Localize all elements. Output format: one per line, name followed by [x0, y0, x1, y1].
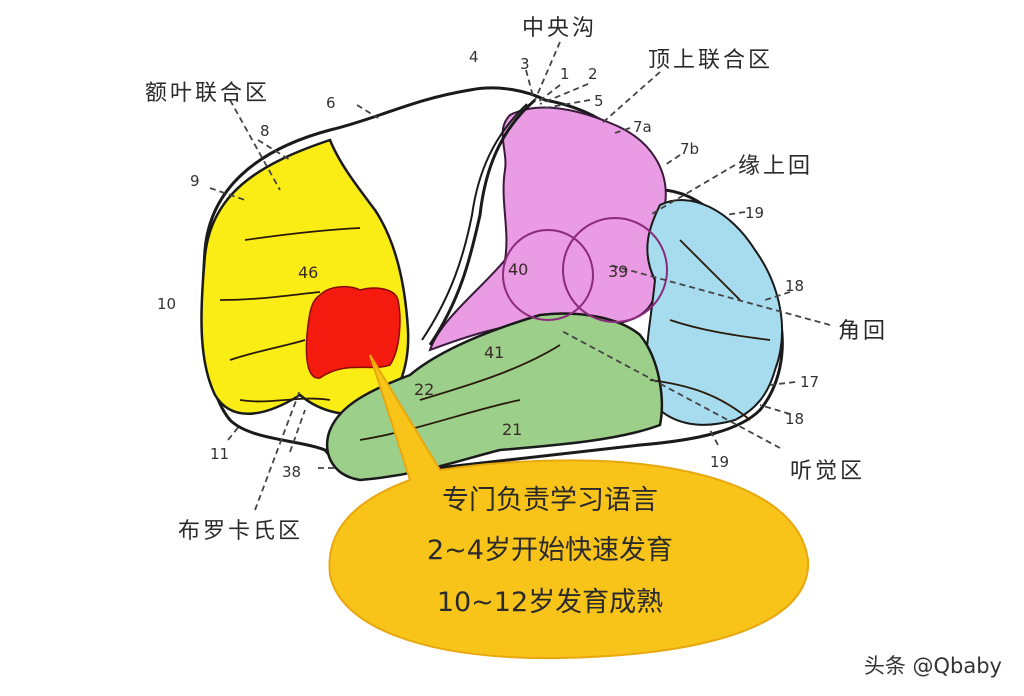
area-39-outline: [562, 217, 668, 323]
area-number: 41: [484, 343, 505, 362]
broca-area-label: 布罗卡氏区: [178, 519, 304, 544]
occipital-region: [644, 199, 784, 426]
area-number: 46: [298, 263, 319, 282]
callout-line-3: 10~12岁发育成熟: [436, 587, 664, 618]
area-number: 8: [260, 122, 270, 140]
area-number: 3: [520, 55, 530, 73]
gyri-lines: [219, 227, 771, 441]
leader-lines: [209, 41, 831, 511]
watermark: 头条 @Qbaby: [863, 654, 1002, 678]
area-number: 17: [800, 373, 820, 391]
frontal-association-label: 额叶联合区: [145, 81, 271, 106]
callout-line-1: 专门负责学习语言: [442, 485, 658, 516]
central-sulcus: [428, 98, 536, 346]
area-number: 7a: [633, 118, 652, 136]
area-40-outline: [502, 229, 594, 321]
area-number: 7b: [680, 140, 700, 158]
area-number: 39: [608, 262, 629, 281]
area-number: 1: [560, 65, 570, 83]
area-number: 2: [588, 65, 598, 83]
auditory-area-label: 听觉区: [790, 459, 866, 484]
area-number: 40: [508, 260, 529, 279]
area-number: 22: [414, 380, 435, 399]
callout-bubble: [328, 354, 810, 660]
area-number: 18: [785, 277, 805, 295]
area-number: 9: [190, 172, 200, 190]
broca-area: [305, 285, 401, 379]
area-number: 6: [326, 94, 336, 112]
area-number: 38: [282, 463, 302, 481]
area-number: 19: [745, 204, 765, 222]
angular-gyrus-label: 角回: [838, 319, 889, 344]
superior-parietal-label: 顶上联合区: [648, 48, 774, 73]
area-number: 21: [502, 420, 523, 439]
area-number: 19: [710, 453, 730, 471]
central-sulcus-label: 中央沟: [522, 16, 598, 41]
area-number: 5: [594, 92, 604, 110]
area-number: 11: [210, 445, 230, 463]
supramarginal-label: 缘上回: [738, 154, 814, 179]
area-number: 4: [469, 48, 479, 66]
callout-line-2: 2~4岁开始快速发育: [427, 535, 673, 566]
area-number: 10: [157, 295, 177, 313]
area-number: 18: [785, 410, 805, 428]
